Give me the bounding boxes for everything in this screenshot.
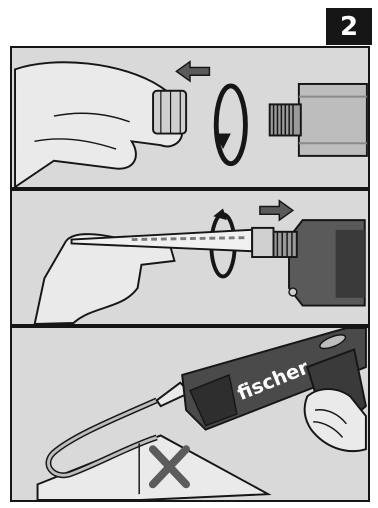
illustration-screw-on-mixer (12, 191, 368, 324)
rotation-ring-icon (216, 86, 245, 164)
cartridge-body (299, 84, 367, 156)
panel-discard-first-extrusion: fischer (10, 326, 370, 502)
paper-sheet (38, 436, 269, 501)
illustration-discard-extrusion: fischer (12, 328, 368, 500)
panel-unscrew-cap (10, 46, 370, 189)
illustration-unscrew-cap (12, 48, 368, 187)
panel-screw-on-mixer (10, 189, 370, 326)
step-number-badge: 2 (326, 8, 372, 45)
arrow-right-icon (260, 201, 293, 220)
arrow-left-icon (176, 62, 209, 81)
cartridge-cap (153, 91, 186, 134)
